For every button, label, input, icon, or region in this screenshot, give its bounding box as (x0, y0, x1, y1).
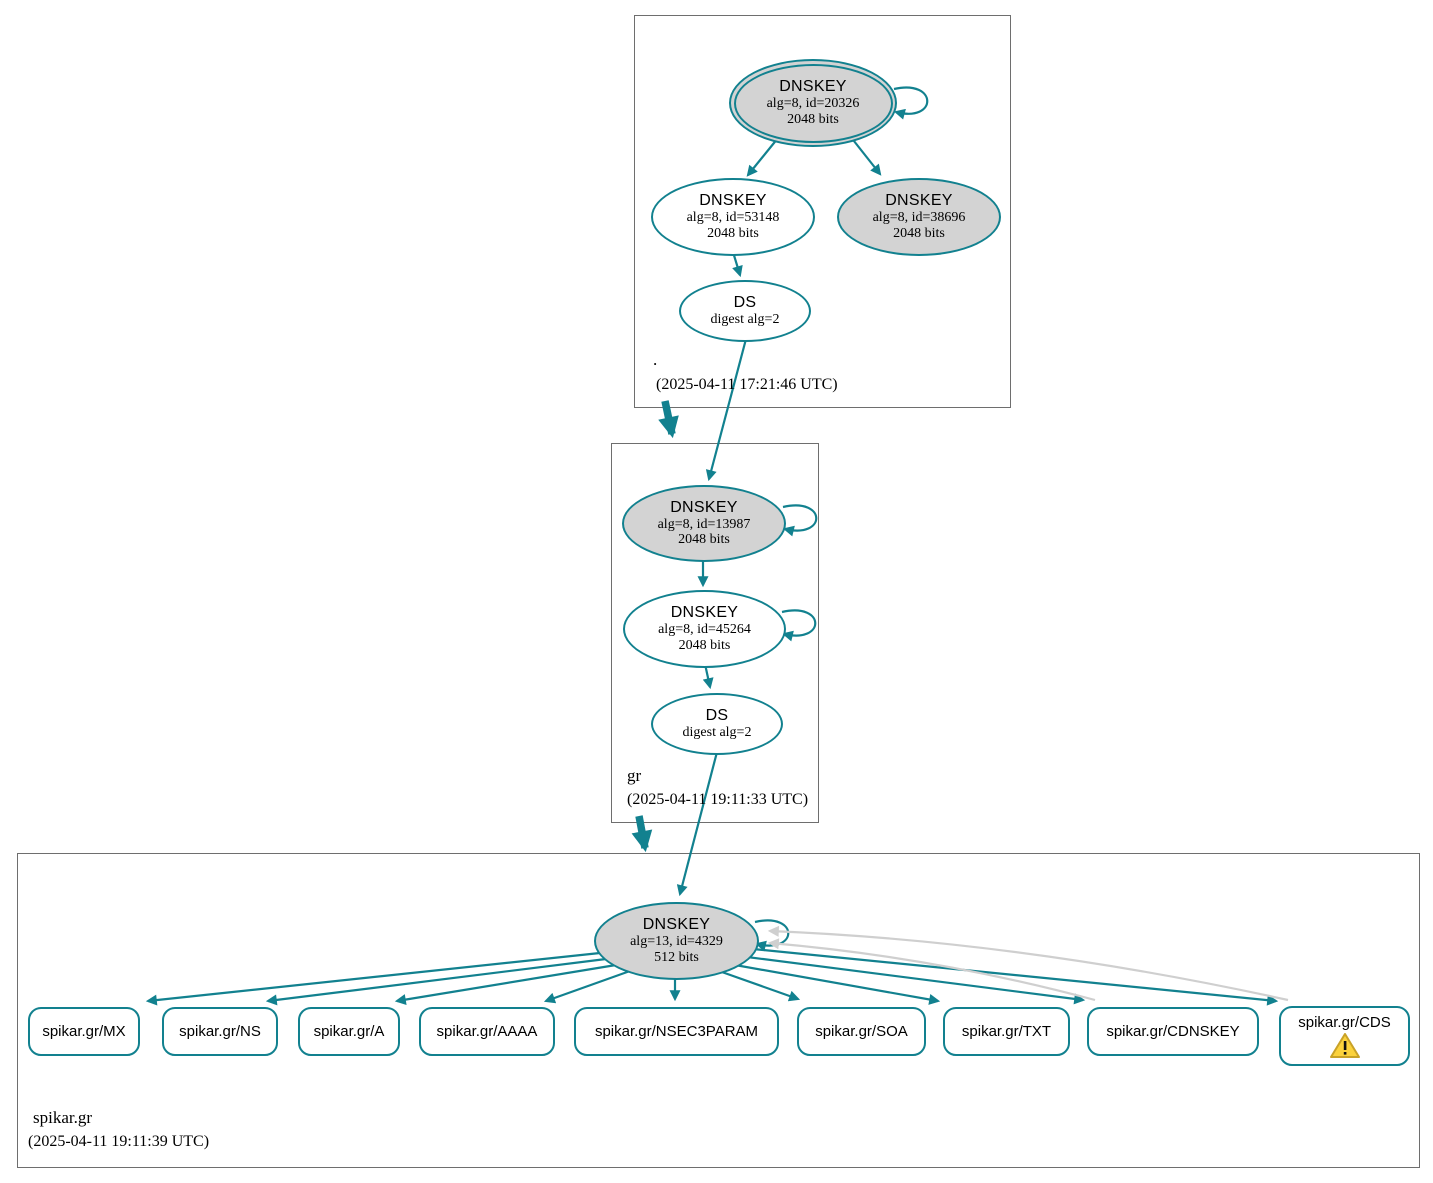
rrset-label: spikar.gr/NSEC3PARAM (594, 1023, 759, 1040)
zone-name-root: . (653, 350, 658, 369)
warning-icon (1329, 1032, 1360, 1058)
zone-box-spikar-gr (17, 853, 1420, 1168)
dnskey-node-root-ksk[interactable]: DNSKEY alg=8, id=20326 2048 bits (729, 59, 897, 147)
ds-node-gr[interactable]: DS digest alg=2 (651, 693, 783, 755)
zone-name-gr: gr (627, 766, 642, 785)
dnskey-node-gr-zsk[interactable]: DNSKEY alg=8, id=45264 2048 bits (623, 590, 786, 668)
node-title: DS (733, 294, 757, 312)
node-detail: alg=13, id=4329 (630, 934, 723, 950)
rrset-box-mx[interactable]: spikar.gr/MX (28, 1007, 140, 1056)
rrset-label: spikar.gr/SOA (815, 1023, 908, 1040)
node-title: DNSKEY (699, 192, 767, 210)
rrset-label: spikar.gr/TXT (961, 1023, 1052, 1040)
node-detail: 2048 bits (678, 637, 731, 653)
rrset-label: spikar.gr/MX (42, 1023, 126, 1040)
dnskey-node-root-key2[interactable]: DNSKEY alg=8, id=38696 2048 bits (837, 178, 1001, 256)
rrset-label: spikar.gr/AAAA (436, 1023, 538, 1040)
rrset-box-cdnskey[interactable]: spikar.gr/CDNSKEY (1087, 1007, 1259, 1056)
node-detail: alg=8, id=38696 (872, 210, 966, 226)
node-detail: alg=8, id=20326 (766, 96, 860, 112)
zone-timestamp-spikar-gr: (2025-04-11 19:11:39 UTC) (28, 1133, 210, 1150)
rrset-box-ns[interactable]: spikar.gr/NS (162, 1007, 278, 1056)
zone-timestamp-root: (2025-04-11 17:21:46 UTC) (656, 376, 838, 393)
ds-node-root[interactable]: DS digest alg=2 (679, 280, 811, 342)
rrset-box-aaaa[interactable]: spikar.gr/AAAA (419, 1007, 555, 1056)
node-title: DS (705, 707, 729, 725)
node-detail: 2048 bits (707, 225, 759, 241)
node-title: DNSKEY (670, 498, 738, 516)
node-title: DNSKEY (779, 78, 847, 96)
rrset-label: spikar.gr/A (313, 1023, 385, 1040)
rrset-label: spikar.gr/CDS (1298, 1013, 1391, 1031)
rrset-box-nsec3param[interactable]: spikar.gr/NSEC3PARAM (574, 1007, 779, 1056)
node-detail: digest alg=2 (710, 312, 780, 328)
node-title: DNSKEY (670, 604, 739, 622)
rrset-label: spikar.gr/CDNSKEY (1106, 1023, 1240, 1040)
rrset-box-cds[interactable]: spikar.gr/CDS (1279, 1006, 1410, 1066)
node-title: DNSKEY (885, 192, 953, 210)
node-detail: 2048 bits (893, 225, 945, 241)
node-detail: 2048 bits (787, 111, 839, 127)
rrset-box-txt[interactable]: spikar.gr/TXT (943, 1007, 1070, 1056)
zone-timestamp-gr: (2025-04-11 19:11:33 UTC) (627, 791, 809, 808)
node-detail: 512 bits (654, 949, 699, 965)
node-detail: 2048 bits (678, 532, 730, 548)
node-detail: alg=8, id=45264 (658, 622, 751, 638)
zone-name-spikar-gr: spikar.gr (33, 1108, 93, 1127)
dnskey-node-root-zsk[interactable]: DNSKEY alg=8, id=53148 2048 bits (651, 178, 815, 256)
dnskey-node-gr-ksk[interactable]: DNSKEY alg=8, id=13987 2048 bits (622, 485, 786, 562)
zone-box-root (634, 15, 1011, 408)
rrset-box-soa[interactable]: spikar.gr/SOA (797, 1007, 926, 1056)
dnskey-node-spikar-gr[interactable]: DNSKEY alg=13, id=4329 512 bits (594, 902, 759, 980)
node-detail: alg=8, id=13987 (657, 516, 751, 532)
node-detail: alg=8, id=53148 (686, 210, 780, 226)
node-detail: digest alg=2 (682, 725, 752, 741)
rrset-label: spikar.gr/NS (179, 1023, 261, 1040)
rrset-box-a[interactable]: spikar.gr/A (298, 1007, 400, 1056)
node-title: DNSKEY (642, 916, 711, 934)
